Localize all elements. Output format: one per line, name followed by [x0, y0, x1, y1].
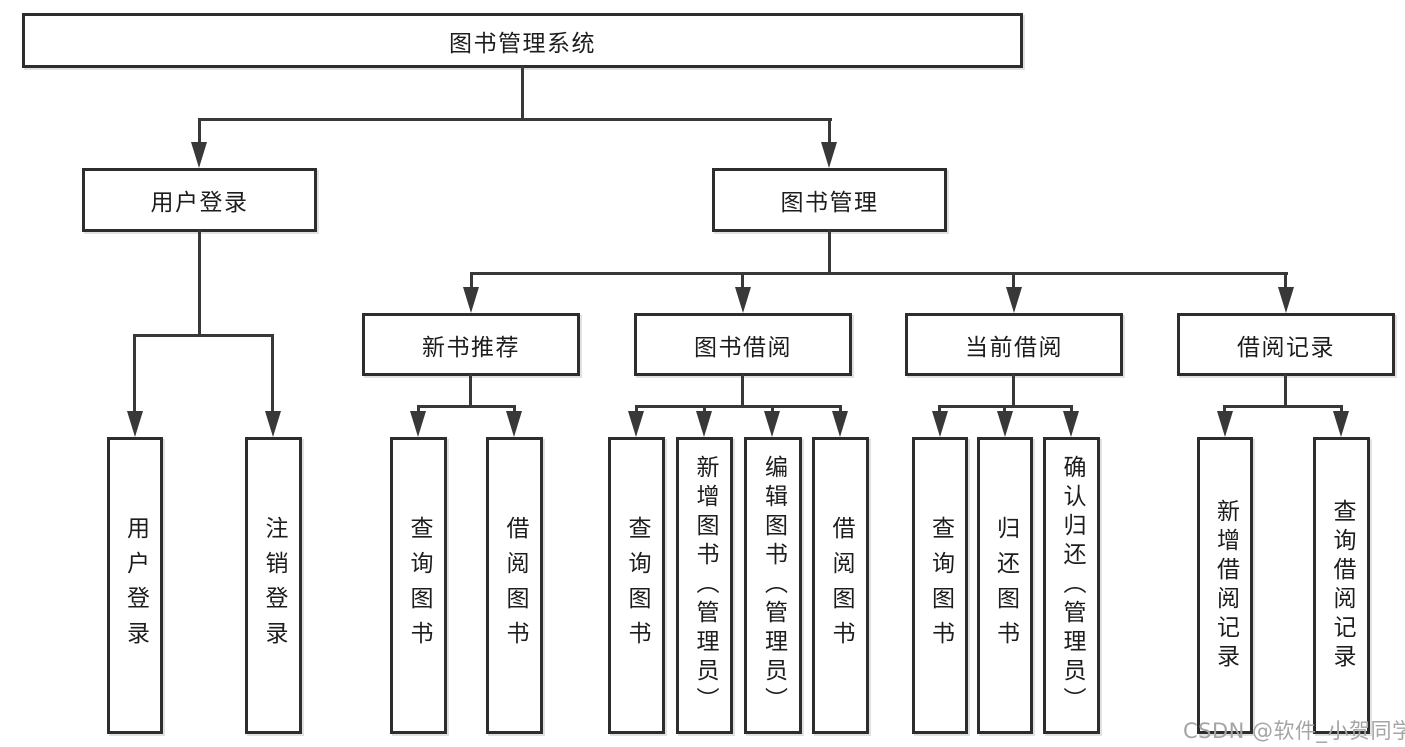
- leaf-edit-book-admin: 编辑图书（管理员）: [744, 437, 802, 734]
- connector-borrow-drop-4: [839, 405, 842, 414]
- arrow-down-icon: [932, 411, 948, 437]
- leaf-query-books-recommend: 查询图书: [390, 437, 447, 734]
- node-new-book-recommend: 新书推荐: [362, 313, 580, 376]
- leaf-query-books-borrow: 查询图书: [608, 437, 665, 734]
- leaf-query-books-current: 查询图书: [912, 437, 968, 734]
- connector-bookmgmt-drop-3: [1012, 272, 1015, 290]
- arrow-down-icon: [1278, 287, 1294, 313]
- connector-bookmgmt-drop-4: [1284, 272, 1287, 290]
- connector-userlogin-branch: [133, 334, 274, 337]
- connector-current-drop-1: [938, 405, 941, 414]
- leaf-user-login: 用户登录: [107, 437, 163, 734]
- connector-root-branch: [198, 118, 832, 121]
- watermark: CSDN @软件_小贺同学: [1183, 719, 1405, 743]
- connector-borrow-branch: [635, 405, 842, 408]
- node-book-borrow: 图书借阅: [634, 313, 852, 376]
- arrow-down-icon: [410, 411, 426, 437]
- arrow-down-icon: [696, 411, 712, 437]
- leaf-confirm-return-admin: 确认归还（管理员）: [1043, 437, 1100, 734]
- arrow-down-icon: [735, 287, 751, 313]
- leaf-borrow-books-recommend: 借阅图书: [486, 437, 543, 734]
- leaf-add-book-admin: 新增图书（管理员）: [676, 437, 733, 734]
- leaf-return-books: 归还图书: [977, 437, 1033, 734]
- arrow-down-icon: [821, 142, 837, 168]
- connector-current-stem: [1012, 374, 1015, 408]
- connector-bookmgmt-drop-1: [470, 272, 473, 290]
- connector-record-stem: [1284, 374, 1287, 408]
- connector-bookmgmt-branch: [470, 272, 1288, 275]
- leaf-logout: 注销登录: [245, 437, 302, 734]
- connector-current-drop-3: [1070, 405, 1073, 414]
- node-root: 图书管理系统: [22, 13, 1023, 68]
- arrow-down-icon: [506, 411, 522, 437]
- connector-borrow-drop-3: [771, 405, 774, 414]
- connector-record-branch: [1223, 405, 1343, 408]
- connector-recommend-branch: [417, 405, 516, 408]
- connector-userlogin-stem: [198, 230, 201, 337]
- connector-record-drop-1: [1223, 405, 1226, 414]
- arrow-down-icon: [628, 411, 644, 437]
- node-borrow-record: 借阅记录: [1177, 313, 1395, 376]
- arrow-down-icon: [1217, 411, 1233, 437]
- arrow-down-icon: [1063, 411, 1079, 437]
- connector-root-drop-left: [198, 118, 201, 146]
- connector-bookmgmt-stem: [828, 230, 831, 275]
- node-user-login: 用户登录: [82, 168, 317, 232]
- connector-borrow-stem: [741, 374, 744, 408]
- arrow-down-icon: [832, 411, 848, 437]
- connector-recommend-stem: [469, 374, 472, 408]
- connector-borrow-drop-2: [703, 405, 706, 414]
- leaf-borrow-books: 借阅图书: [812, 437, 869, 734]
- leaf-add-borrow-record: 新增借阅记录: [1197, 437, 1253, 734]
- arrow-down-icon: [463, 287, 479, 313]
- connector-root-stem: [521, 66, 524, 120]
- connector-borrow-drop-1: [635, 405, 638, 414]
- arrow-down-icon: [127, 411, 143, 437]
- node-book-management: 图书管理: [712, 168, 947, 232]
- connector-record-drop-2: [1340, 405, 1343, 414]
- arrow-down-icon: [1333, 411, 1349, 437]
- node-current-borrow: 当前借阅: [905, 313, 1123, 376]
- arrow-down-icon: [191, 142, 207, 168]
- leaf-query-borrow-record: 查询借阅记录: [1313, 437, 1370, 734]
- arrow-down-icon: [997, 411, 1013, 437]
- connector-userlogin-drop-1: [133, 334, 136, 412]
- arrow-down-icon: [265, 411, 281, 437]
- connector-current-drop-2: [1003, 405, 1006, 414]
- connector-recommend-drop-1: [417, 405, 420, 414]
- connector-recommend-drop-2: [513, 405, 516, 414]
- arrow-down-icon: [1006, 287, 1022, 313]
- connector-bookmgmt-drop-2: [741, 272, 744, 290]
- connector-userlogin-drop-2: [271, 334, 274, 412]
- arrow-down-icon: [764, 411, 780, 437]
- connector-root-drop-right: [828, 118, 831, 146]
